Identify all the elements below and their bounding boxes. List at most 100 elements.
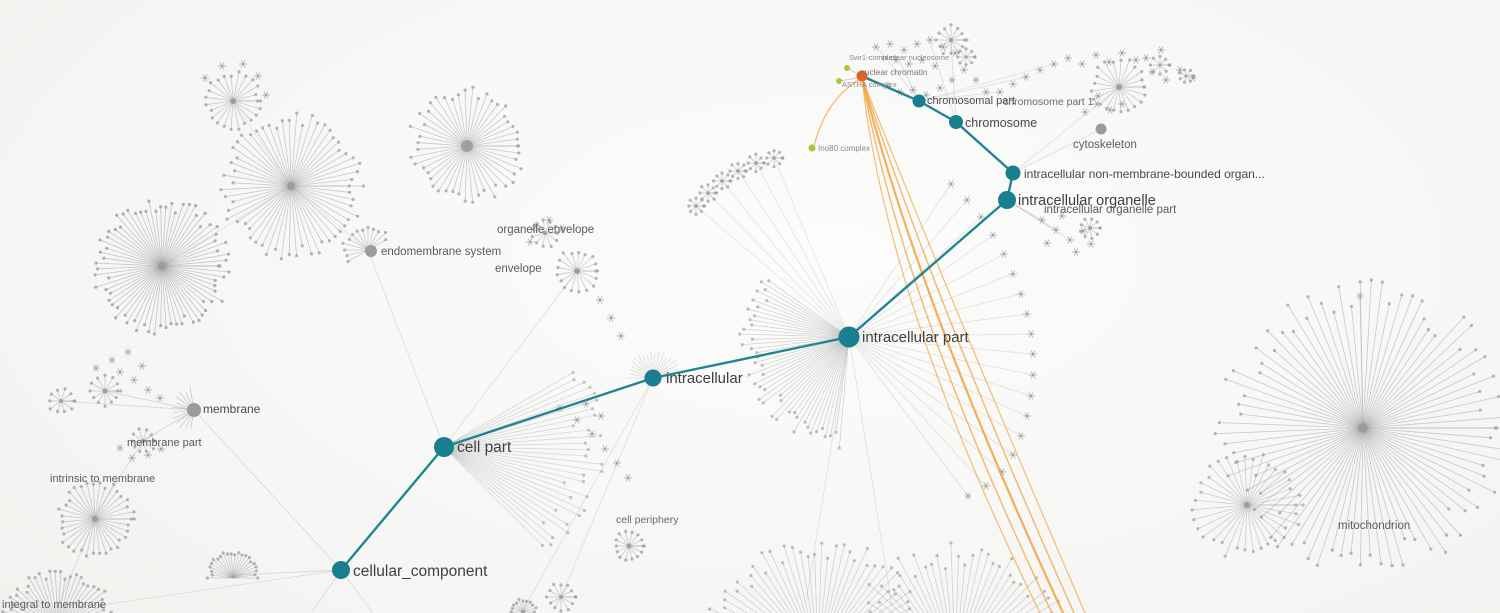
collapsed-subtree-fan[interactable] — [1213, 278, 1500, 568]
mini-cluster-dot — [1120, 102, 1124, 106]
fan-hub-node[interactable] — [543, 231, 547, 235]
collapsed-subtree-fan[interactable] — [1089, 58, 1147, 114]
edge — [57, 518, 96, 607]
node-swr1-complex[interactable] — [844, 65, 850, 71]
fan-hub-node[interactable] — [559, 595, 563, 599]
node-cellular-component[interactable] — [332, 561, 350, 579]
fan-hub-node[interactable] — [102, 388, 108, 394]
collapsed-subtree-fan[interactable] — [219, 111, 365, 261]
mini-cluster-dot — [928, 38, 932, 42]
node-chromosomal-part[interactable] — [912, 94, 926, 108]
fan-hub-node[interactable] — [1116, 84, 1122, 90]
fan-hub-node[interactable] — [1244, 502, 1250, 508]
fan-hub-node[interactable] — [141, 439, 145, 443]
fan-hub-node[interactable] — [720, 179, 724, 183]
mini-cluster-fan[interactable] — [698, 183, 719, 203]
collapsed-subtree-fan[interactable] — [1079, 217, 1102, 241]
mini-cluster-dot — [626, 476, 630, 480]
fan-hub-node[interactable] — [1088, 226, 1092, 230]
collapsed-subtree-fan[interactable] — [530, 218, 560, 249]
collapsed-subtree-fan[interactable] — [555, 251, 600, 294]
collapsed-subtree-fan[interactable] — [509, 597, 538, 613]
node-cytoskeleton[interactable] — [1095, 123, 1107, 135]
fan-hub-node[interactable] — [574, 268, 580, 274]
fan-hub-node[interactable] — [1184, 74, 1188, 78]
fan-hub-node[interactable] — [230, 98, 236, 104]
mini-cluster-dot — [1029, 394, 1033, 398]
mini-cluster-dot — [1038, 68, 1042, 72]
node-endomembrane-system[interactable] — [365, 245, 377, 257]
fan-hub-node[interactable] — [92, 516, 98, 522]
edge — [1012, 86, 1120, 174]
collapsed-subtree-fan[interactable] — [88, 373, 123, 408]
mini-cluster-dot — [1089, 242, 1093, 246]
fan-hub-node[interactable] — [287, 182, 295, 190]
fan-layer — [0, 23, 1500, 613]
collapsed-subtree-fan[interactable] — [956, 47, 977, 67]
collapsed-subtree-fan[interactable] — [934, 23, 969, 56]
fan-hub-node[interactable] — [59, 399, 63, 403]
mini-cluster-dot — [609, 316, 613, 320]
node-intracellular[interactable] — [644, 369, 662, 387]
node-nuclear-chromatin-selected[interactable] — [856, 70, 868, 82]
collapsed-subtree-fan[interactable] — [0, 569, 117, 613]
fan-hub-node[interactable] — [706, 191, 710, 195]
mini-cluster-dot — [984, 90, 988, 94]
path-edge-teal — [339, 445, 446, 572]
mini-cluster-fan[interactable] — [765, 149, 785, 169]
collapsed-subtree-fan[interactable] — [408, 85, 523, 204]
fan-hub-node[interactable] — [1358, 423, 1368, 433]
edge — [897, 57, 920, 102]
node-ino80-complex[interactable] — [808, 144, 816, 152]
node-intracellular-part[interactable] — [838, 326, 860, 348]
node-cell-part[interactable] — [434, 437, 454, 457]
mini-cluster-dot — [1045, 241, 1049, 245]
fan-hub-node[interactable] — [626, 543, 632, 549]
node-nuclear-nucleosome[interactable] — [836, 78, 842, 84]
collapsed-subtree-fan[interactable] — [1190, 453, 1305, 558]
fan-hub-node[interactable] — [754, 161, 758, 165]
node-chromosome[interactable] — [949, 115, 963, 129]
fan-hub-node[interactable] — [736, 169, 740, 173]
collapsed-subtree-fan[interactable] — [57, 481, 136, 558]
collapsed-subtree-fan[interactable] — [702, 541, 936, 613]
collapsed-subtree-fan[interactable] — [205, 551, 260, 580]
mini-cluster-dot — [560, 226, 564, 230]
collapsed-subtree-fan[interactable] — [131, 427, 157, 453]
fan-hub-node[interactable] — [461, 140, 473, 152]
mini-cluster-dot — [1029, 332, 1033, 336]
collapsed-subtree-fan[interactable] — [614, 529, 646, 562]
fan-hub-node[interactable] — [772, 156, 776, 160]
mini-cluster-dot — [146, 388, 150, 392]
label-cellular-component: cellular_component — [353, 563, 488, 580]
mini-cluster-fan[interactable] — [711, 171, 733, 191]
fan-hub-node[interactable] — [158, 262, 166, 270]
fan-hub-node[interactable] — [694, 204, 698, 208]
collapsed-subtree-fan[interactable] — [93, 199, 231, 336]
collapsed-subtree-fan[interactable] — [443, 370, 604, 548]
collapsed-subtree-fan[interactable] — [204, 70, 263, 131]
node-intracellular-organelle[interactable] — [998, 191, 1016, 209]
collapsed-subtree-fan[interactable] — [544, 582, 578, 613]
label-chromosome: chromosome — [965, 116, 1037, 130]
node-membrane[interactable] — [187, 403, 201, 417]
mini-cluster-dot — [1025, 414, 1029, 418]
collapsed-subtree-fan[interactable] — [738, 279, 850, 450]
fan-hub-node[interactable] — [1158, 63, 1162, 67]
label-nuclear-chromatin: nuclear chromatin — [860, 67, 928, 77]
collapsed-subtree-fan[interactable] — [48, 387, 77, 414]
collapsed-subtree-fan[interactable] — [837, 541, 1075, 613]
label-cell-part: cell part — [457, 439, 512, 456]
label-cell-periphery: cell periphery — [616, 514, 679, 526]
node-intracellular-non-membrane-bounded-organelle[interactable] — [1005, 165, 1021, 181]
mini-cluster-fan[interactable] — [746, 152, 766, 174]
mini-cluster-fan[interactable] — [728, 162, 748, 181]
label-organelle-envelope: organelle envelope — [497, 224, 594, 236]
fan-hub-node[interactable] — [964, 55, 968, 59]
fan-hub-node[interactable] — [521, 610, 525, 613]
label-ino80-complex: Ino80 complex — [818, 144, 870, 153]
fan-hub-node[interactable] — [949, 38, 953, 42]
edge — [94, 440, 144, 517]
